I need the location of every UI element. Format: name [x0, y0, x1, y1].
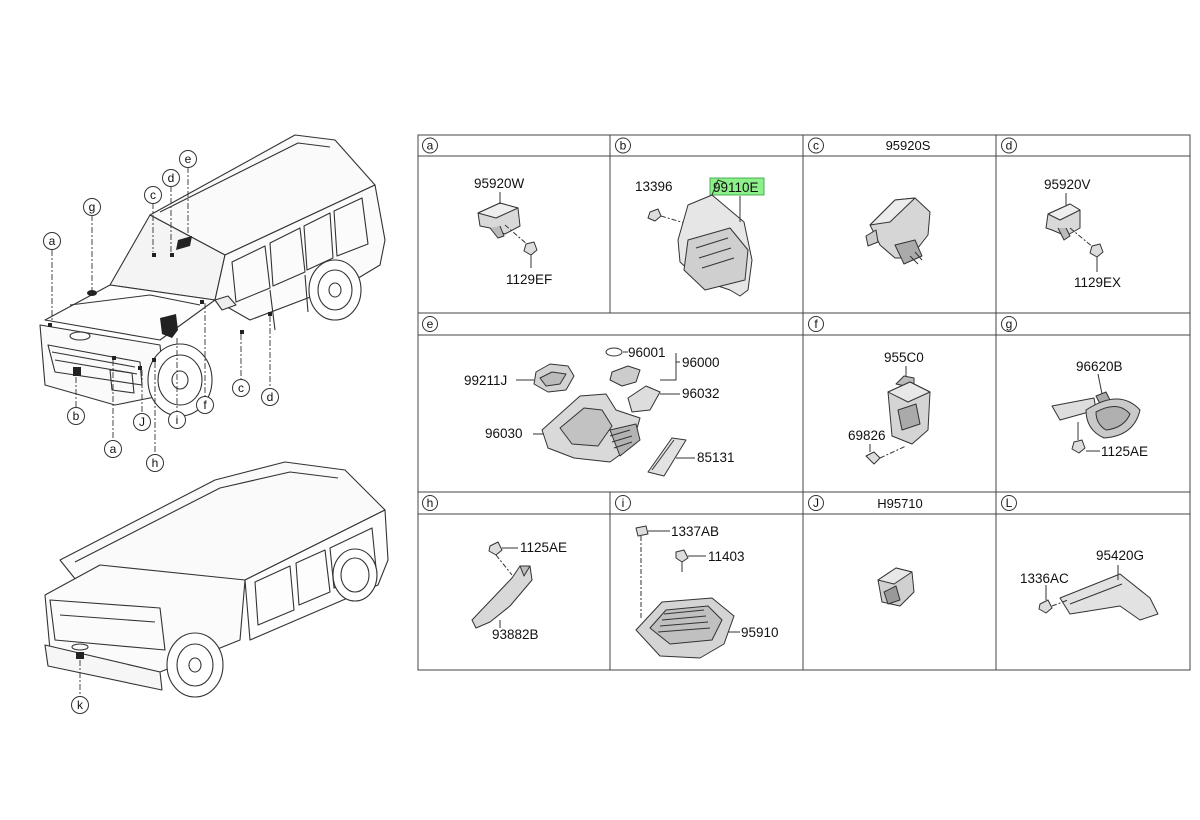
front-vehicle-callouts: [51, 167, 271, 454]
part-96001: 96001: [628, 345, 666, 360]
part-95420G: 95420G: [1096, 548, 1144, 563]
parts-table-grid: [417, 134, 1191, 671]
cell-e-drawing: [516, 347, 695, 477]
callout-i: i: [176, 413, 179, 427]
cell-J-drawing: [877, 567, 915, 607]
part-96000: 96000: [682, 355, 720, 370]
part-69826: 69826: [848, 428, 886, 443]
callout-e: e: [185, 152, 192, 166]
callout-k: k: [77, 698, 84, 712]
cell-b-letter: b: [620, 139, 627, 153]
cell-a-drawing: [477, 192, 538, 268]
part-1337AB: 1337AB: [671, 524, 719, 539]
callout-d: d: [168, 171, 175, 185]
cell-e-letter: e: [427, 317, 434, 331]
part-1125AE-g: 1125AE: [1101, 444, 1148, 459]
part-95920V: 95920V: [1044, 177, 1091, 192]
rear-vehicle-illustration: [44, 461, 389, 698]
part-95910: 95910: [741, 625, 779, 640]
cell-header-circles: [422, 137, 1017, 511]
cell-c-drawing: [865, 197, 931, 265]
callout-g: g: [89, 200, 96, 214]
cell-d-letter: d: [1006, 139, 1013, 153]
part-95920W: 95920W: [474, 176, 525, 191]
part-11403: 11403: [708, 549, 745, 564]
cell-L-letter: L: [1006, 496, 1013, 510]
cell-J-letter: J: [813, 496, 819, 510]
part-1336AC: 1336AC: [1020, 571, 1069, 586]
cell-c-title: 95920S: [886, 138, 931, 153]
callout-h: h: [152, 456, 159, 470]
cell-i-letter: i: [622, 496, 625, 510]
part-96032: 96032: [682, 386, 720, 401]
part-96030: 96030: [485, 426, 523, 441]
callout-b: b: [73, 409, 80, 423]
cell-L-drawing: [1038, 565, 1159, 621]
part-1129EF: 1129EF: [506, 272, 552, 287]
part-1129EX: 1129EX: [1074, 275, 1121, 290]
part-99211J: 99211J: [464, 373, 507, 388]
rear-vehicle-callout: k: [71, 652, 89, 714]
part-96620B: 96620B: [1076, 359, 1123, 374]
callout-c-lower: c: [238, 381, 244, 395]
cell-g-letter: g: [1006, 317, 1013, 331]
part-13396: 13396: [635, 179, 673, 194]
cell-c-letter: c: [813, 139, 819, 153]
cell-i-drawing: [635, 525, 740, 659]
callout-a: a: [49, 234, 56, 248]
part-85131: 85131: [697, 450, 735, 465]
cell-h-drawing: [471, 541, 533, 629]
cell-f-letter: f: [814, 317, 818, 331]
cell-g-drawing: [1051, 373, 1141, 454]
front-vehicle-illustration: [39, 134, 386, 417]
front-callout-letters: e g c d a b a J i h f c d: [49, 152, 274, 470]
part-1125AE-h: 1125AE: [520, 540, 567, 555]
cell-b-drawing: [647, 179, 753, 297]
cell-d-drawing: [1045, 193, 1104, 272]
callout-c: c: [150, 188, 156, 202]
callout-f: f: [203, 398, 207, 412]
part-955C0: 955C0: [884, 350, 924, 365]
callout-a-lower: a: [110, 442, 117, 456]
cell-header-letters: a b c d e f g h i J L: [427, 139, 1013, 511]
part-93882B: 93882B: [492, 627, 539, 642]
part-99110E: 99110E: [713, 180, 759, 195]
cell-h-letter: h: [427, 496, 434, 510]
cell-header-titles: 95920S H95710: [877, 138, 931, 511]
front-callout-circles: [43, 150, 279, 472]
cell-J-title: H95710: [877, 496, 923, 511]
callout-J: J: [139, 415, 145, 429]
front-vehicle-part-markers: [48, 236, 272, 376]
cell-f-drawing: [865, 366, 931, 465]
callout-d-lower: d: [267, 390, 274, 404]
cell-a-letter: a: [427, 139, 434, 153]
